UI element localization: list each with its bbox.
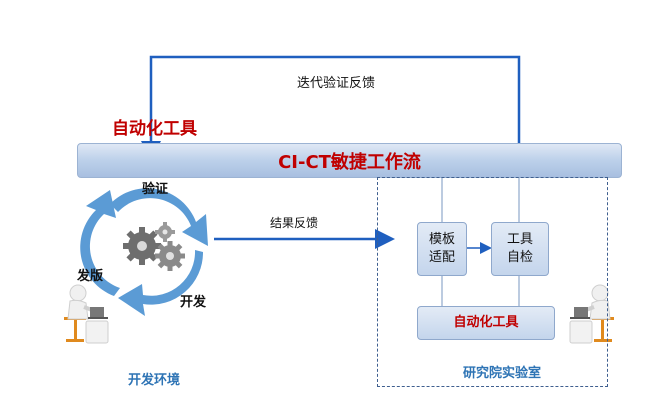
lab-region <box>377 177 608 387</box>
template-adapt-label: 模板 适配 <box>428 232 455 265</box>
lab-label: 研究院实验室 <box>463 366 542 381</box>
ci-ct-pipeline-bar: CI-CT敏捷工作流 <box>77 143 622 178</box>
template-adapt-box: 模板 适配 <box>417 222 467 276</box>
person-at-laptop-icon <box>64 284 109 344</box>
tool-selfcheck-box: 工具 自检 <box>491 222 549 276</box>
gears-icon <box>123 222 185 271</box>
iteration-feedback-label: 迭代验证反馈 <box>297 76 376 91</box>
person-at-laptop-icon <box>569 284 614 344</box>
verify-label: 验证 <box>142 182 169 197</box>
automation-tools-box-label: 自动化工具 <box>453 315 519 330</box>
develop-label: 开发 <box>180 295 207 310</box>
tool-selfcheck-label: 工具 自检 <box>506 232 533 265</box>
automation-tools-box: 自动化工具 <box>417 306 555 340</box>
ci-ct-pipeline-label: CI-CT敏捷工作流 <box>278 151 421 173</box>
release-label: 发版 <box>77 269 104 284</box>
automation-tools-title: 自动化工具 <box>112 119 197 139</box>
lab-connectors <box>441 177 520 306</box>
cycle-arrows-icon <box>80 188 208 316</box>
iteration-feedback-arrow <box>141 55 521 178</box>
dev-env-label: 开发环境 <box>128 373 181 388</box>
result-feedback-label: 结果反馈 <box>270 216 319 230</box>
